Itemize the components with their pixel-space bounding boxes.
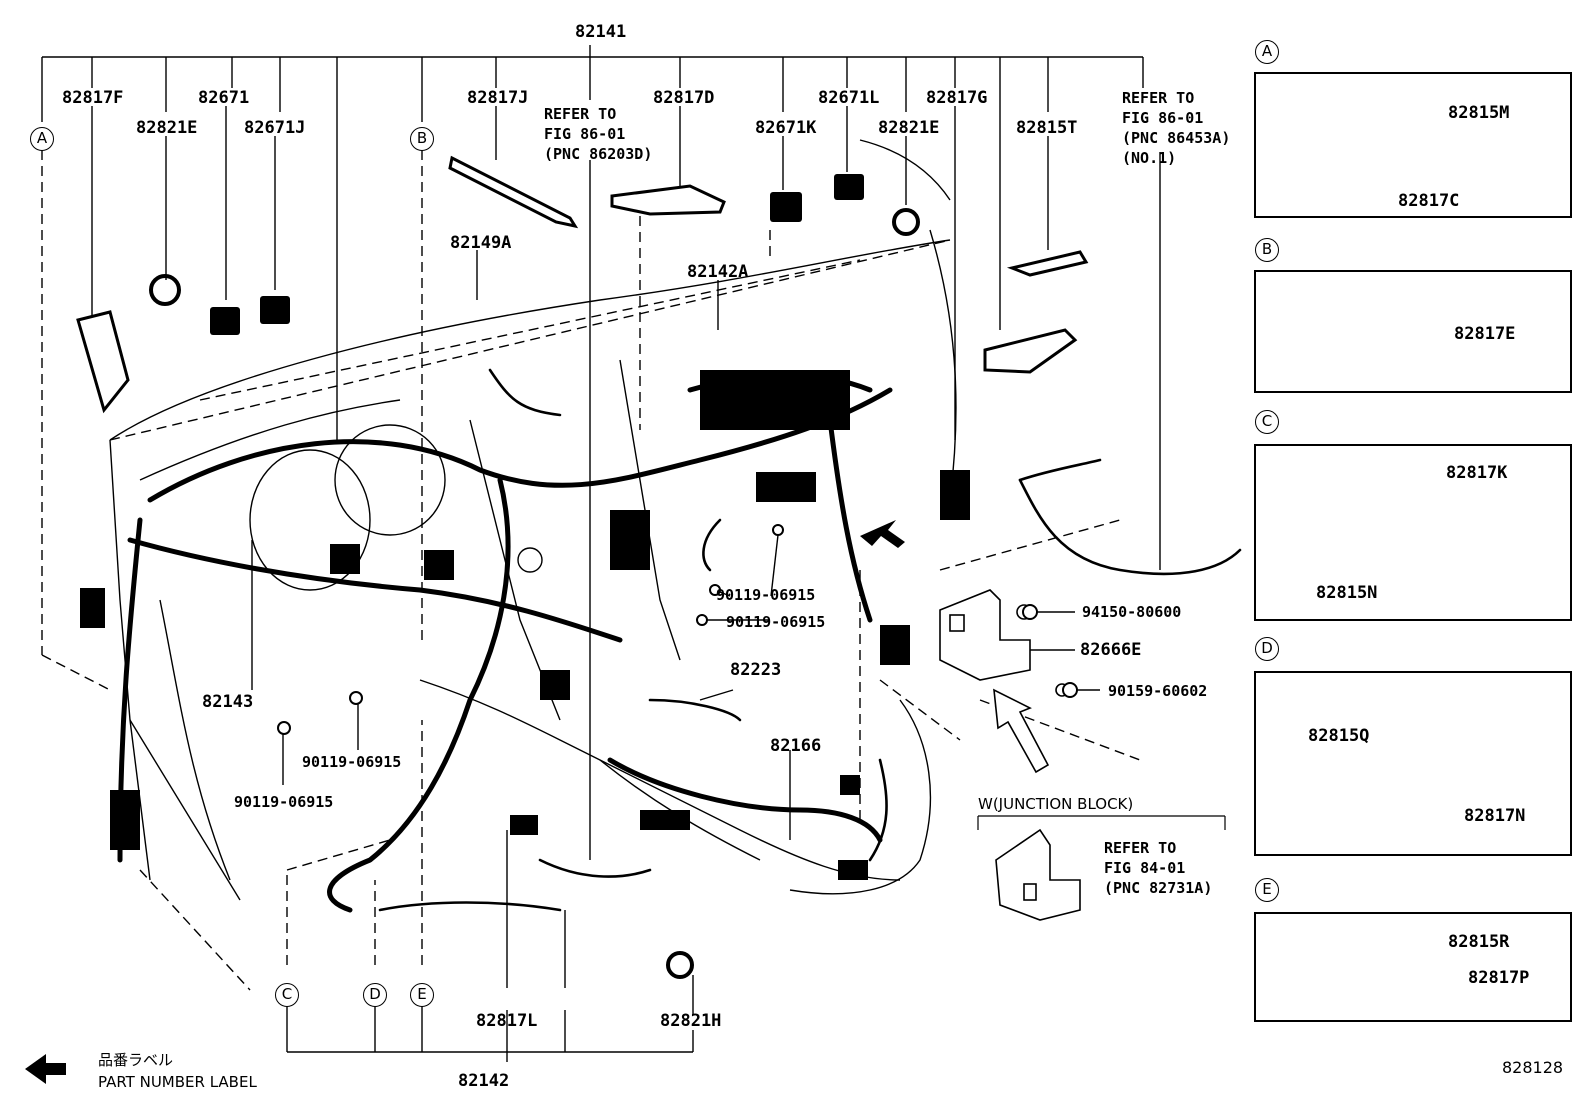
bolt-90159-60602: 90159-60602 (1108, 682, 1208, 700)
detail-A-part-82815M: 82815M (1448, 103, 1510, 123)
callout-82671: 82671 (198, 88, 250, 108)
callout-82821E-left: 82821E (136, 118, 198, 138)
callout-82149A: 82149A (450, 233, 512, 253)
junction-arrow (993, 688, 1050, 774)
detail-D-marker: D (1255, 637, 1279, 661)
detail-B-marker: B (1255, 238, 1279, 262)
callout-82671J: 82671J (244, 118, 306, 138)
junction-block-small (995, 828, 1081, 921)
bolt-94150-80600: 94150-80600 (1082, 603, 1182, 621)
main-harness (117, 372, 893, 913)
marker-A: A (30, 127, 54, 151)
thin-wires (378, 368, 1242, 912)
junction-bracket-lines (977, 815, 1226, 830)
callout-82817L: 82817L (476, 1011, 538, 1031)
gauge-circles (249, 424, 543, 591)
detail-E-part-82817P: 82817P (1468, 968, 1530, 988)
callout-82821E-right: 82821E (878, 118, 940, 138)
detail-E-marker: E (1255, 878, 1279, 902)
top-bracket-lines (41, 45, 1144, 440)
detail-D-part-82817N: 82817N (1464, 806, 1526, 826)
marker-E: E (410, 983, 434, 1007)
callout-82143: 82143 (202, 692, 254, 712)
refer-note-86453A: REFER TO FIG 86-01 (PNC 86453A) (NO.1) (1122, 89, 1231, 167)
bottom-bracket-lines (286, 1005, 694, 1062)
detail-box-B (1254, 270, 1572, 393)
main-harness-pnc: 82141 (575, 22, 627, 42)
brackets (76, 155, 1089, 414)
refer-note-86203D: REFER TO FIG 86-01 (PNC 86203D) (544, 105, 653, 163)
detail-B-part-82817E: 82817E (1454, 324, 1516, 344)
callout-82671L: 82671L (818, 88, 880, 108)
callout-82666E: 82666E (1080, 640, 1142, 660)
detail-box-C (1254, 444, 1572, 621)
bottom-harness-pnc: 82142 (458, 1071, 510, 1091)
marker-C: C (275, 983, 299, 1007)
dashed-lines (41, 150, 1141, 991)
grommets (149, 208, 920, 979)
legend-arrow (25, 1054, 66, 1084)
instrument-panel-outline (109, 139, 957, 901)
junction-block-title: W(JUNCTION BLOCK) (978, 795, 1134, 813)
callout-82817F: 82817F (62, 88, 124, 108)
legend-label-jp: 品番ラベル (98, 1051, 174, 1069)
refer-note-82731A: REFER TO FIG 84-01 (PNC 82731A) (1104, 839, 1213, 897)
detail-box-E (1254, 912, 1572, 1022)
detail-box-A (1254, 72, 1572, 218)
callout-82166: 82166 (770, 736, 822, 756)
callout-82671K: 82671K (755, 118, 817, 138)
detail-box-D (1254, 671, 1572, 856)
view-arrow (860, 520, 905, 548)
detail-A-marker: A (1255, 40, 1279, 64)
junction-block-82666E (939, 589, 1069, 697)
detail-D-part-82815Q: 82815Q (1308, 726, 1370, 746)
bolt-90119-06915-b: 90119-06915 (726, 613, 826, 631)
figure-code: 828128 (1502, 1058, 1564, 1077)
callout-82223: 82223 (730, 660, 782, 680)
bolt-90119-06915-d: 90119-06915 (234, 793, 334, 811)
legend-label-en: PART NUMBER LABEL (98, 1073, 257, 1091)
callout-82815T: 82815T (1016, 118, 1078, 138)
detail-C-part-82815N: 82815N (1316, 583, 1378, 603)
bolt-90119-06915-c: 90119-06915 (302, 753, 402, 771)
callout-82821H: 82821H (660, 1011, 722, 1031)
callout-82142A: 82142A (687, 262, 749, 282)
connector-blocks (80, 174, 970, 880)
detail-E-part-82815R: 82815R (1448, 932, 1510, 952)
marker-D: D (363, 983, 387, 1007)
bolts (277, 524, 1078, 735)
callout-82817D: 82817D (653, 88, 715, 108)
detail-A-part-82817C: 82817C (1398, 191, 1460, 211)
bolt-90119-06915-a: 90119-06915 (716, 586, 816, 604)
detail-C-marker: C (1255, 410, 1279, 434)
callout-82817J: 82817J (467, 88, 529, 108)
detail-C-part-82817K: 82817K (1446, 463, 1508, 483)
marker-B: B (410, 127, 434, 151)
callout-82817G: 82817G (926, 88, 988, 108)
